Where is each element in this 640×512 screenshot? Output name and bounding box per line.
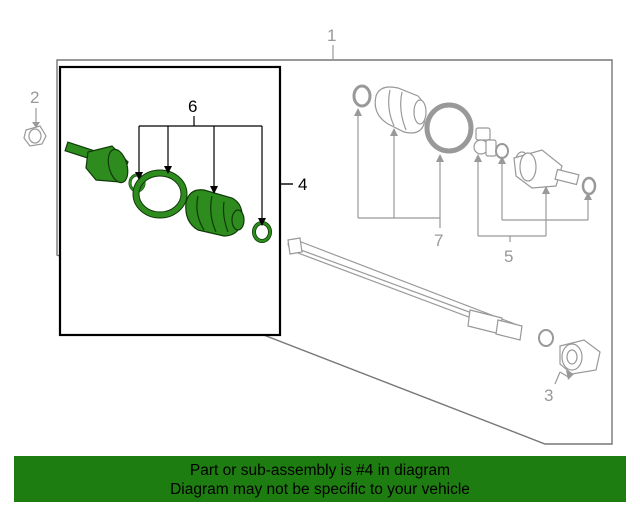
boot-band-part[interactable] (132, 169, 188, 219)
callout-2: 2 (30, 88, 39, 107)
joint-boot-part[interactable] (185, 189, 245, 237)
callout-2-arrow (32, 122, 40, 128)
lock-nut-part[interactable] (23, 125, 47, 147)
callout-5: 5 (504, 247, 513, 266)
outer-band-part[interactable] (424, 102, 474, 154)
dust-seal-part[interactable] (559, 339, 601, 375)
snap-ring-part[interactable] (352, 84, 372, 108)
notice-banner: Part or sub-assembly is #4 in diagram Di… (14, 456, 626, 502)
callout-3: 3 (544, 386, 553, 405)
notice-line-1: Part or sub-assembly is #4 in diagram (189, 462, 451, 479)
outer-boot-part[interactable] (374, 86, 426, 134)
small-ring-part[interactable] (495, 143, 509, 159)
callout-7: 7 (434, 231, 443, 250)
tripod-part[interactable] (473, 127, 497, 157)
notice-line-2: Diagram may not be specific to your vehi… (170, 481, 470, 498)
callout-3-arrow (566, 370, 574, 380)
callout-6-leader (138, 116, 263, 220)
half-shaft-part[interactable] (287, 237, 523, 341)
outer-joint-parts (352, 84, 597, 196)
callout-6: 6 (188, 97, 197, 116)
callout-6-arrows (135, 166, 266, 226)
callout-1: 1 (327, 26, 336, 45)
assembly-frame (56, 59, 613, 445)
callout-7-leader (357, 114, 441, 228)
callout-4: 4 (298, 175, 307, 194)
callout-5-leader (477, 160, 589, 242)
end-ring-part[interactable] (581, 176, 597, 196)
subassembly-4-box[interactable] (58, 65, 282, 337)
inner-joint-housing-part[interactable] (64, 141, 131, 185)
outer-housing-part[interactable] (513, 149, 580, 189)
shaft-clip-part[interactable] (538, 329, 554, 347)
outer-leader-arrows (354, 108, 592, 200)
